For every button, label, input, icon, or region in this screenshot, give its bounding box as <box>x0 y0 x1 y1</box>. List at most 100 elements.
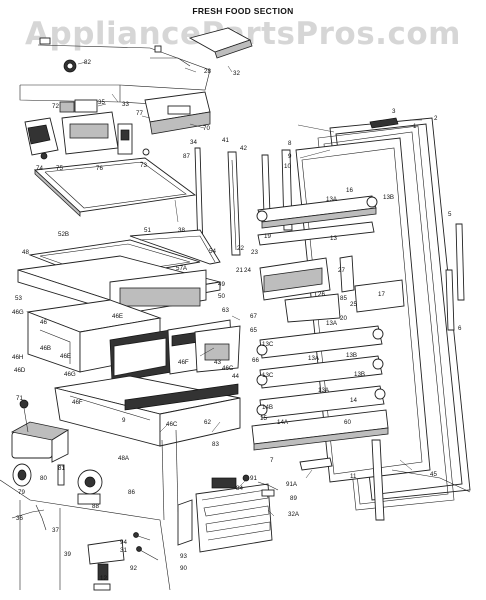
vertical-rails-part <box>194 147 241 256</box>
part-callout-91a: 91A <box>286 481 298 488</box>
drawer-front-46d <box>109 329 173 383</box>
part-callout-87: 87 <box>183 153 190 160</box>
part-callout-79: 79 <box>18 489 25 496</box>
butter-compartment <box>259 255 355 301</box>
part-callout-46e: 46E <box>60 353 71 360</box>
part-callout-26: 26 <box>318 291 325 298</box>
part-callout-46f: 46F <box>72 399 83 406</box>
fan-motor-part <box>77 469 103 505</box>
bottom-hinge-part <box>87 539 125 591</box>
part-callout-9: 9 <box>122 417 126 424</box>
part-callout-46h: 46H <box>12 354 23 361</box>
part-callout-17: 17 <box>378 291 385 298</box>
part-callout-25: 25 <box>350 301 357 308</box>
control-panel-part <box>144 91 211 135</box>
part-callout-46f: 46F <box>178 359 189 366</box>
part-callout-19: 19 <box>264 233 271 240</box>
part-callout-7: 7 <box>270 457 274 464</box>
part-callout-84: 84 <box>236 485 243 492</box>
part-callout-9: 9 <box>288 153 292 160</box>
part-callout-11: 11 <box>350 473 357 480</box>
part-callout-49: 49 <box>218 281 225 288</box>
part-callout-43: 43 <box>214 359 221 366</box>
part-callout-46d: 46D <box>14 367 26 374</box>
callout-leaders <box>77 61 422 517</box>
part-callout-13b: 13B <box>346 352 357 359</box>
part-callout-13a: 13A <box>326 196 338 203</box>
part-callout-13a: 13A <box>318 387 330 394</box>
meat-pan-drawer <box>54 375 241 447</box>
defrost-heater-part <box>242 474 279 497</box>
dairy-door <box>284 279 405 323</box>
part-callout-81: 81 <box>58 465 65 472</box>
part-callout-23: 23 <box>251 249 258 256</box>
part-callout-12: 12 <box>100 575 107 582</box>
door-bottom-strip <box>371 439 471 521</box>
part-callout-52b: 52B <box>58 231 69 238</box>
humidity-control-part <box>194 325 241 373</box>
part-callout-13b: 13B <box>354 371 365 378</box>
part-callout-93: 93 <box>180 553 187 560</box>
part-callout-44: 44 <box>232 373 239 380</box>
part-callout-92: 92 <box>130 565 137 572</box>
part-callout-41: 41 <box>222 137 229 144</box>
part-callout-53: 53 <box>15 295 22 302</box>
door-shelf-bottom <box>251 409 389 451</box>
door-stop-part <box>299 457 333 471</box>
part-callout-57a: 57A <box>176 265 188 272</box>
part-callout-38: 38 <box>178 227 185 234</box>
part-callout-46b: 46B <box>40 345 51 352</box>
door-shelf-fifth <box>256 385 386 419</box>
part-callout-90: 90 <box>180 565 187 572</box>
part-callout-48: 48 <box>22 249 29 256</box>
part-callout-82: 82 <box>84 59 91 66</box>
part-callout-2: 2 <box>434 115 438 122</box>
part-callout-83: 83 <box>212 441 219 448</box>
part-callout-13a: 13A <box>308 355 320 362</box>
part-callout-63: 63 <box>222 307 229 314</box>
part-callout-31: 31 <box>120 547 127 554</box>
light-shield-part <box>10 399 70 463</box>
part-callout-89: 89 <box>290 495 297 502</box>
part-callout-13: 13 <box>330 235 337 242</box>
part-callout-35: 35 <box>98 99 105 106</box>
part-callout-70: 70 <box>203 125 210 132</box>
part-callout-21: 21 <box>236 267 243 274</box>
part-callout-94: 94 <box>120 539 127 546</box>
part-callout-20: 20 <box>340 315 347 322</box>
light-bulb-part <box>12 463 65 487</box>
part-callout-24: 24 <box>244 267 251 274</box>
part-callout-91: 91 <box>250 475 257 482</box>
part-callout-8: 8 <box>288 140 292 147</box>
part-callout-32: 32 <box>233 70 240 77</box>
part-callout-67: 67 <box>250 313 257 320</box>
part-callout-74: 74 <box>36 165 43 172</box>
door-shelf-second <box>257 221 375 246</box>
screws-part <box>133 532 159 561</box>
part-callout-33: 33 <box>122 101 129 108</box>
part-callout-3: 3 <box>392 108 396 115</box>
lower-cabinet-frame <box>0 429 179 591</box>
shelf-frame-part <box>129 229 221 265</box>
wire-harness-part <box>11 504 47 531</box>
door-shelf-fourth <box>256 355 384 389</box>
part-callout-51: 51 <box>144 227 151 234</box>
part-callout-71: 71 <box>16 395 23 402</box>
part-callout-14: 14 <box>350 397 357 404</box>
part-callout-16: 16 <box>346 187 353 194</box>
part-callout-13b: 13B <box>383 194 394 201</box>
part-callout-37: 37 <box>52 527 59 534</box>
part-callout-13a: 13A <box>326 320 338 327</box>
thermostat-bracket-part <box>59 99 98 113</box>
part-callout-48a: 48A <box>118 455 130 462</box>
part-callout-50: 50 <box>218 293 225 300</box>
part-callout-27: 27 <box>338 267 345 274</box>
part-callout-5: 5 <box>448 211 452 218</box>
part-callout-62: 62 <box>204 419 211 426</box>
part-callout-32a: 32A <box>288 511 300 518</box>
part-callout-1: 1 <box>413 123 417 130</box>
part-callout-39: 39 <box>64 551 71 558</box>
part-callout-80: 80 <box>40 475 47 482</box>
